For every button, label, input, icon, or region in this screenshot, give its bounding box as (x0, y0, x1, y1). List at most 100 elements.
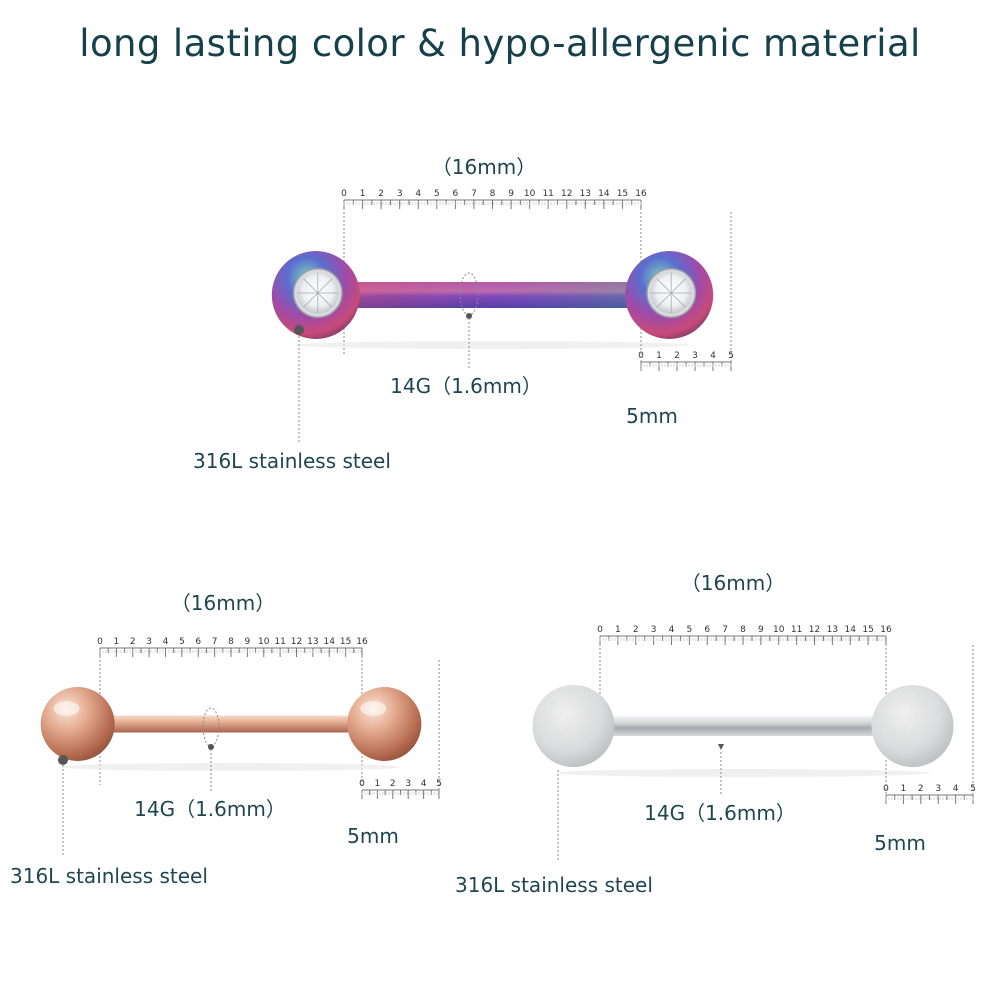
ruler-tick-label: 3 (935, 784, 941, 794)
ruler-tick-label: 3 (405, 779, 411, 789)
ruler-tick-label: 7 (471, 189, 477, 199)
length-label: （16mm） (680, 571, 786, 595)
ruler-tick-label: 6 (195, 637, 201, 647)
ball-right (347, 687, 422, 761)
gem-facet (656, 278, 672, 294)
ruler-tick-label: 11 (274, 637, 285, 647)
gem-facet (670, 292, 686, 308)
material-marker (58, 755, 68, 765)
ruler-tick-label: 5 (970, 784, 976, 794)
shadow (61, 763, 401, 771)
gem-facet (670, 278, 686, 294)
ruler-tick-label: 1 (375, 779, 381, 789)
ruler-tick-label: 4 (415, 189, 421, 199)
gauge-dot (466, 313, 472, 319)
ruler-tick-label: 10 (773, 625, 785, 635)
gem-facet (303, 278, 319, 294)
length-label: （16mm） (431, 155, 537, 179)
ruler-tick-label: 12 (561, 189, 572, 199)
ball-texture (871, 685, 954, 767)
material-label: 316L stainless steel (10, 864, 208, 888)
ruler-tick-label: 4 (669, 625, 675, 635)
ruler-tick-label: 2 (378, 189, 384, 199)
length-label: （16mm） (170, 591, 276, 615)
ball-left (40, 687, 115, 761)
ruler-tick-label: 13 (307, 637, 318, 647)
gem-facet (656, 292, 672, 308)
ruler-tick-label: 4 (710, 351, 716, 361)
barbell-silver (532, 685, 954, 777)
ruler-tick-label: 16 (880, 625, 892, 635)
gauge-label: 14G（1.6mm） (390, 374, 542, 398)
ruler-tick-label: 7 (212, 637, 218, 647)
ruler-tick-label: 5 (434, 189, 440, 199)
material-label: 316L stainless steel (193, 449, 391, 473)
ball-size-label: 5mm (347, 824, 399, 848)
ruler-tick-label: 12 (809, 625, 820, 635)
ball-size-label: 5mm (874, 831, 926, 855)
ball-highlight (53, 701, 80, 716)
ruler-tick-label: 15 (862, 625, 873, 635)
ruler-tick-label: 16 (635, 189, 647, 199)
ruler-tick-label: 8 (740, 625, 746, 635)
ruler-tick-label: 4 (421, 779, 427, 789)
ruler-tick-label: 10 (524, 189, 536, 199)
shadow (555, 769, 931, 777)
ruler-tick-label: 4 (953, 784, 959, 794)
ruler-tick-label: 8 (228, 637, 234, 647)
bar (98, 715, 364, 733)
ruler-tick-label: 3 (651, 625, 657, 635)
ruler-tick-label: 6 (453, 189, 459, 199)
barbell-rainbow (271, 251, 714, 349)
ruler-tick-label: 2 (674, 351, 680, 361)
ruler-tick-label: 15 (617, 189, 628, 199)
headline: long lasting color & hypo-allergenic mat… (79, 22, 921, 65)
ruler-tick-label: 4 (163, 637, 169, 647)
ruler-tick-label: 5 (436, 779, 442, 789)
ruler-tick-label: 1 (114, 637, 120, 647)
gauge-label: 14G（1.6mm） (644, 801, 796, 825)
ruler-tick-label: 2 (633, 625, 639, 635)
gauge-dot (208, 744, 214, 750)
gem-facet (303, 292, 319, 308)
ruler-tick-label: 0 (359, 779, 365, 789)
bar-sheen (340, 282, 645, 308)
ruler-tick-label: 1 (901, 784, 907, 794)
ruler-tick-label: 6 (704, 625, 710, 635)
ruler-tick-label: 3 (397, 189, 403, 199)
ruler-tick-label: 16 (356, 637, 368, 647)
ruler-tick-label: 2 (390, 779, 396, 789)
ruler-tick-label: 2 (130, 637, 136, 647)
ruler-tick-label: 0 (97, 637, 103, 647)
shadow (296, 341, 689, 349)
ruler-tick-label: 3 (692, 351, 698, 361)
ruler-tick-label: 13 (580, 189, 591, 199)
gem-facet (317, 292, 333, 308)
ruler-tick-label: 3 (146, 637, 152, 647)
ball-highlight (360, 701, 387, 716)
ruler-tick-label: 12 (291, 637, 302, 647)
ruler-tick-label: 14 (598, 189, 610, 199)
bar (596, 716, 890, 736)
gauge-label: 14G（1.6mm） (134, 797, 286, 821)
ruler-tick-label: 5 (728, 351, 734, 361)
ruler-tick-label: 2 (918, 784, 924, 794)
ruler-tick-label: 10 (258, 637, 270, 647)
ruler-tick-label: 14 (324, 637, 336, 647)
ruler-tick-label: 9 (508, 189, 514, 199)
ruler-tick-label: 11 (791, 625, 802, 635)
ruler-tick-label: 1 (360, 189, 366, 199)
ball-size-label: 5mm (626, 404, 678, 428)
ruler-tick-label: 14 (845, 625, 857, 635)
ruler-tick-label: 11 (542, 189, 553, 199)
ruler-tick-label: 8 (490, 189, 496, 199)
ruler-tick-label: 13 (827, 625, 838, 635)
ball-texture (532, 685, 615, 767)
material-label: 316L stainless steel (455, 873, 653, 897)
